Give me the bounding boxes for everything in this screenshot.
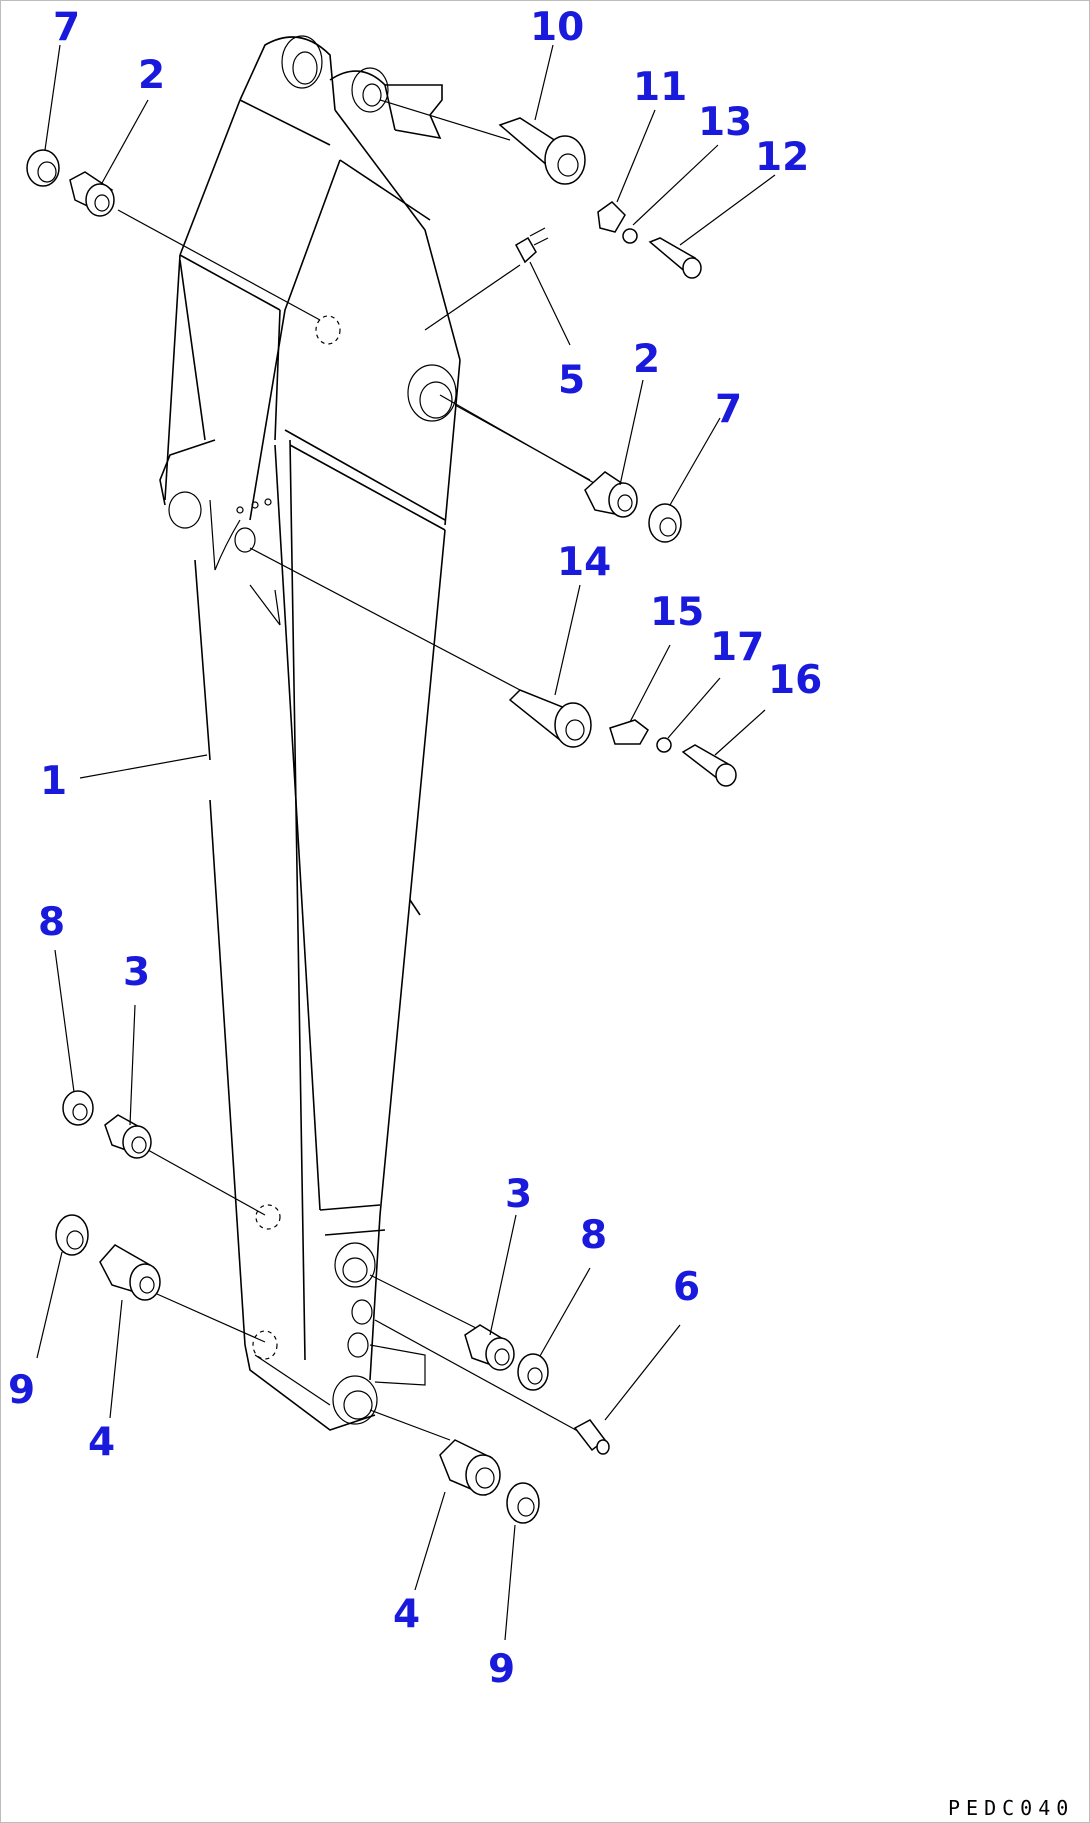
callout-4: 4 (88, 1420, 115, 1465)
callout-2: 2 (138, 53, 165, 98)
washer-7-upper (26, 149, 60, 187)
grease-fitting-5 (515, 227, 549, 264)
callout-16: 16 (768, 658, 822, 703)
callout-13: 13 (698, 100, 752, 145)
leader-lines (36, 44, 776, 1641)
callout-8: 8 (580, 1213, 607, 1258)
callout-15: 15 (650, 590, 704, 635)
plate-15 (609, 719, 649, 745)
grease-fitting-6 (573, 1419, 610, 1455)
callout-1: 1 (40, 759, 67, 804)
washer-9-left (55, 1214, 89, 1256)
callout-14: 14 (557, 540, 611, 585)
callout-12: 12 (755, 135, 809, 180)
washer-7-lower (648, 503, 682, 543)
bushing-4-left (99, 1244, 161, 1301)
bushing-2-lower (584, 471, 638, 518)
washer-17 (656, 737, 672, 753)
callout-9: 9 (8, 1368, 35, 1413)
callout-6: 6 (673, 1265, 700, 1310)
washer-8-left (62, 1090, 94, 1126)
parts (26, 117, 737, 1524)
pin-14 (508, 689, 592, 748)
callout-11: 11 (633, 65, 687, 110)
callout-5: 5 (558, 358, 585, 403)
arm-body (159, 35, 461, 1431)
bushing-3-left (104, 1114, 152, 1159)
bushing-2-upper (69, 171, 115, 217)
callout-7: 7 (53, 5, 80, 50)
callout-3: 3 (123, 950, 150, 995)
callout-9: 9 (488, 1647, 515, 1692)
bushing-3-right (464, 1324, 515, 1371)
plate-11 (597, 201, 626, 233)
callout-4: 4 (393, 1592, 420, 1637)
callout-10: 10 (530, 5, 584, 50)
callout-2: 2 (633, 337, 660, 382)
callout-3: 3 (505, 1172, 532, 1217)
assembly-lines (117, 99, 616, 1441)
washer-8-right (517, 1353, 549, 1391)
bolt-16 (681, 744, 737, 787)
callout-8: 8 (38, 900, 65, 945)
washer-13 (622, 228, 638, 244)
figure-code: PEDC040 (948, 1796, 1074, 1820)
bolt-12 (648, 237, 702, 279)
washer-9-right (506, 1482, 540, 1524)
callout-7: 7 (715, 387, 742, 432)
bushing-4-right (439, 1439, 501, 1497)
pin-10 (498, 117, 586, 185)
callout-17: 17 (710, 625, 764, 670)
callouts: 7 2 10 11 13 12 5 2 7 14 15 17 16 1 8 3 … (8, 5, 822, 1692)
